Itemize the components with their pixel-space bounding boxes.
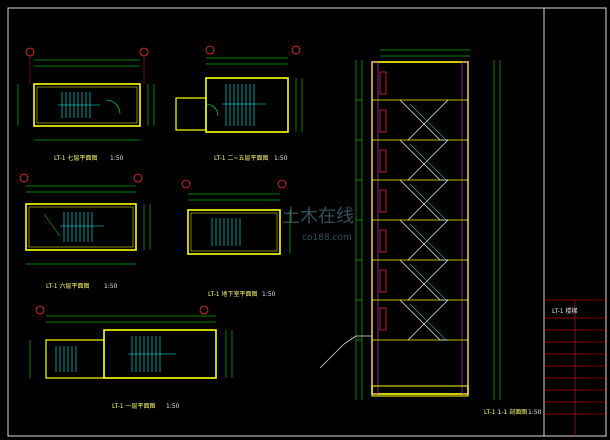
- plan-a-drawing: LT-1 七层平面图 1:50: [17, 47, 155, 162]
- watermark: 土木在线 co188.com: [282, 206, 354, 243]
- plan-a-title: LT-1 七层平面图: [54, 154, 98, 162]
- plan-b-scale: 1:50: [274, 155, 288, 162]
- title-block-label: LT-1 楼梯: [552, 307, 578, 315]
- plan-a-scale: 1:50: [110, 155, 124, 162]
- plan-e-scale: 1:50: [166, 403, 180, 410]
- section-drawing: LT-1 1-1 剖面图 1:50: [319, 49, 542, 416]
- plan-e-drawing: LT-1 一层平面图 1:50: [29, 305, 233, 410]
- plan-b-drawing: LT-1 二~五层平面图 1:50: [175, 45, 303, 162]
- plan-b-title: LT-1 二~五层平面图: [214, 155, 269, 162]
- plan-d-drawing: LT-1 地下室平面图 1:50: [181, 179, 291, 298]
- plan-c-drawing: LT-1 六层平面图 1:50: [19, 173, 151, 290]
- watermark-sub: co188.com: [302, 233, 352, 243]
- watermark-text: 土木在线: [282, 206, 354, 227]
- plan-e-title: LT-1 一层平面图: [112, 403, 156, 410]
- plan-c-scale: 1:50: [104, 283, 118, 290]
- plan-d-scale: 1:50: [262, 291, 276, 298]
- title-block: LT-1 楼梯: [543, 8, 606, 436]
- section-title: LT-1 1-1 剖面图: [484, 408, 527, 416]
- plan-d-title: LT-1 地下室平面图: [208, 290, 258, 298]
- section-scale: 1:50: [528, 409, 542, 416]
- drawing-frame: [7, 7, 607, 437]
- plan-c-title: LT-1 六层平面图: [46, 282, 90, 290]
